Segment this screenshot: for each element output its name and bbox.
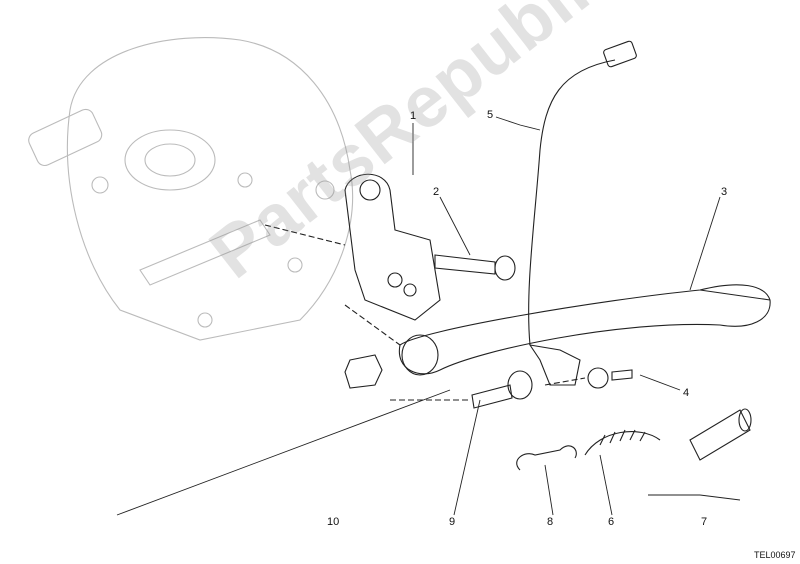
part-10-nut xyxy=(344,354,383,389)
callout-2: 2 xyxy=(433,186,440,198)
callout-9: 9 xyxy=(449,516,456,528)
leader-lines xyxy=(116,116,741,516)
part-1-bracket xyxy=(344,173,441,321)
part-2-bolt xyxy=(434,254,516,281)
part-5-sensor-cable xyxy=(528,40,637,386)
callout-5: 5 xyxy=(487,109,494,121)
part-8-clip xyxy=(516,445,577,471)
assembly-lines xyxy=(264,224,586,401)
callout-1: 1 xyxy=(410,110,417,122)
callout-7: 7 xyxy=(701,516,708,528)
part-4-bolt xyxy=(587,367,633,389)
engine-case xyxy=(28,37,354,341)
callout-3: 3 xyxy=(721,186,728,198)
callout-8: 8 xyxy=(547,516,554,528)
part-3-side-stand xyxy=(398,284,771,376)
part-7-sleeve xyxy=(689,408,752,461)
callout-10: 10 xyxy=(327,516,340,528)
callout-4: 4 xyxy=(683,387,690,399)
drawing-code: TEL00697 xyxy=(754,550,796,560)
callout-6: 6 xyxy=(608,516,615,528)
part-9-pin xyxy=(471,370,533,409)
part-6-spring xyxy=(584,429,661,456)
